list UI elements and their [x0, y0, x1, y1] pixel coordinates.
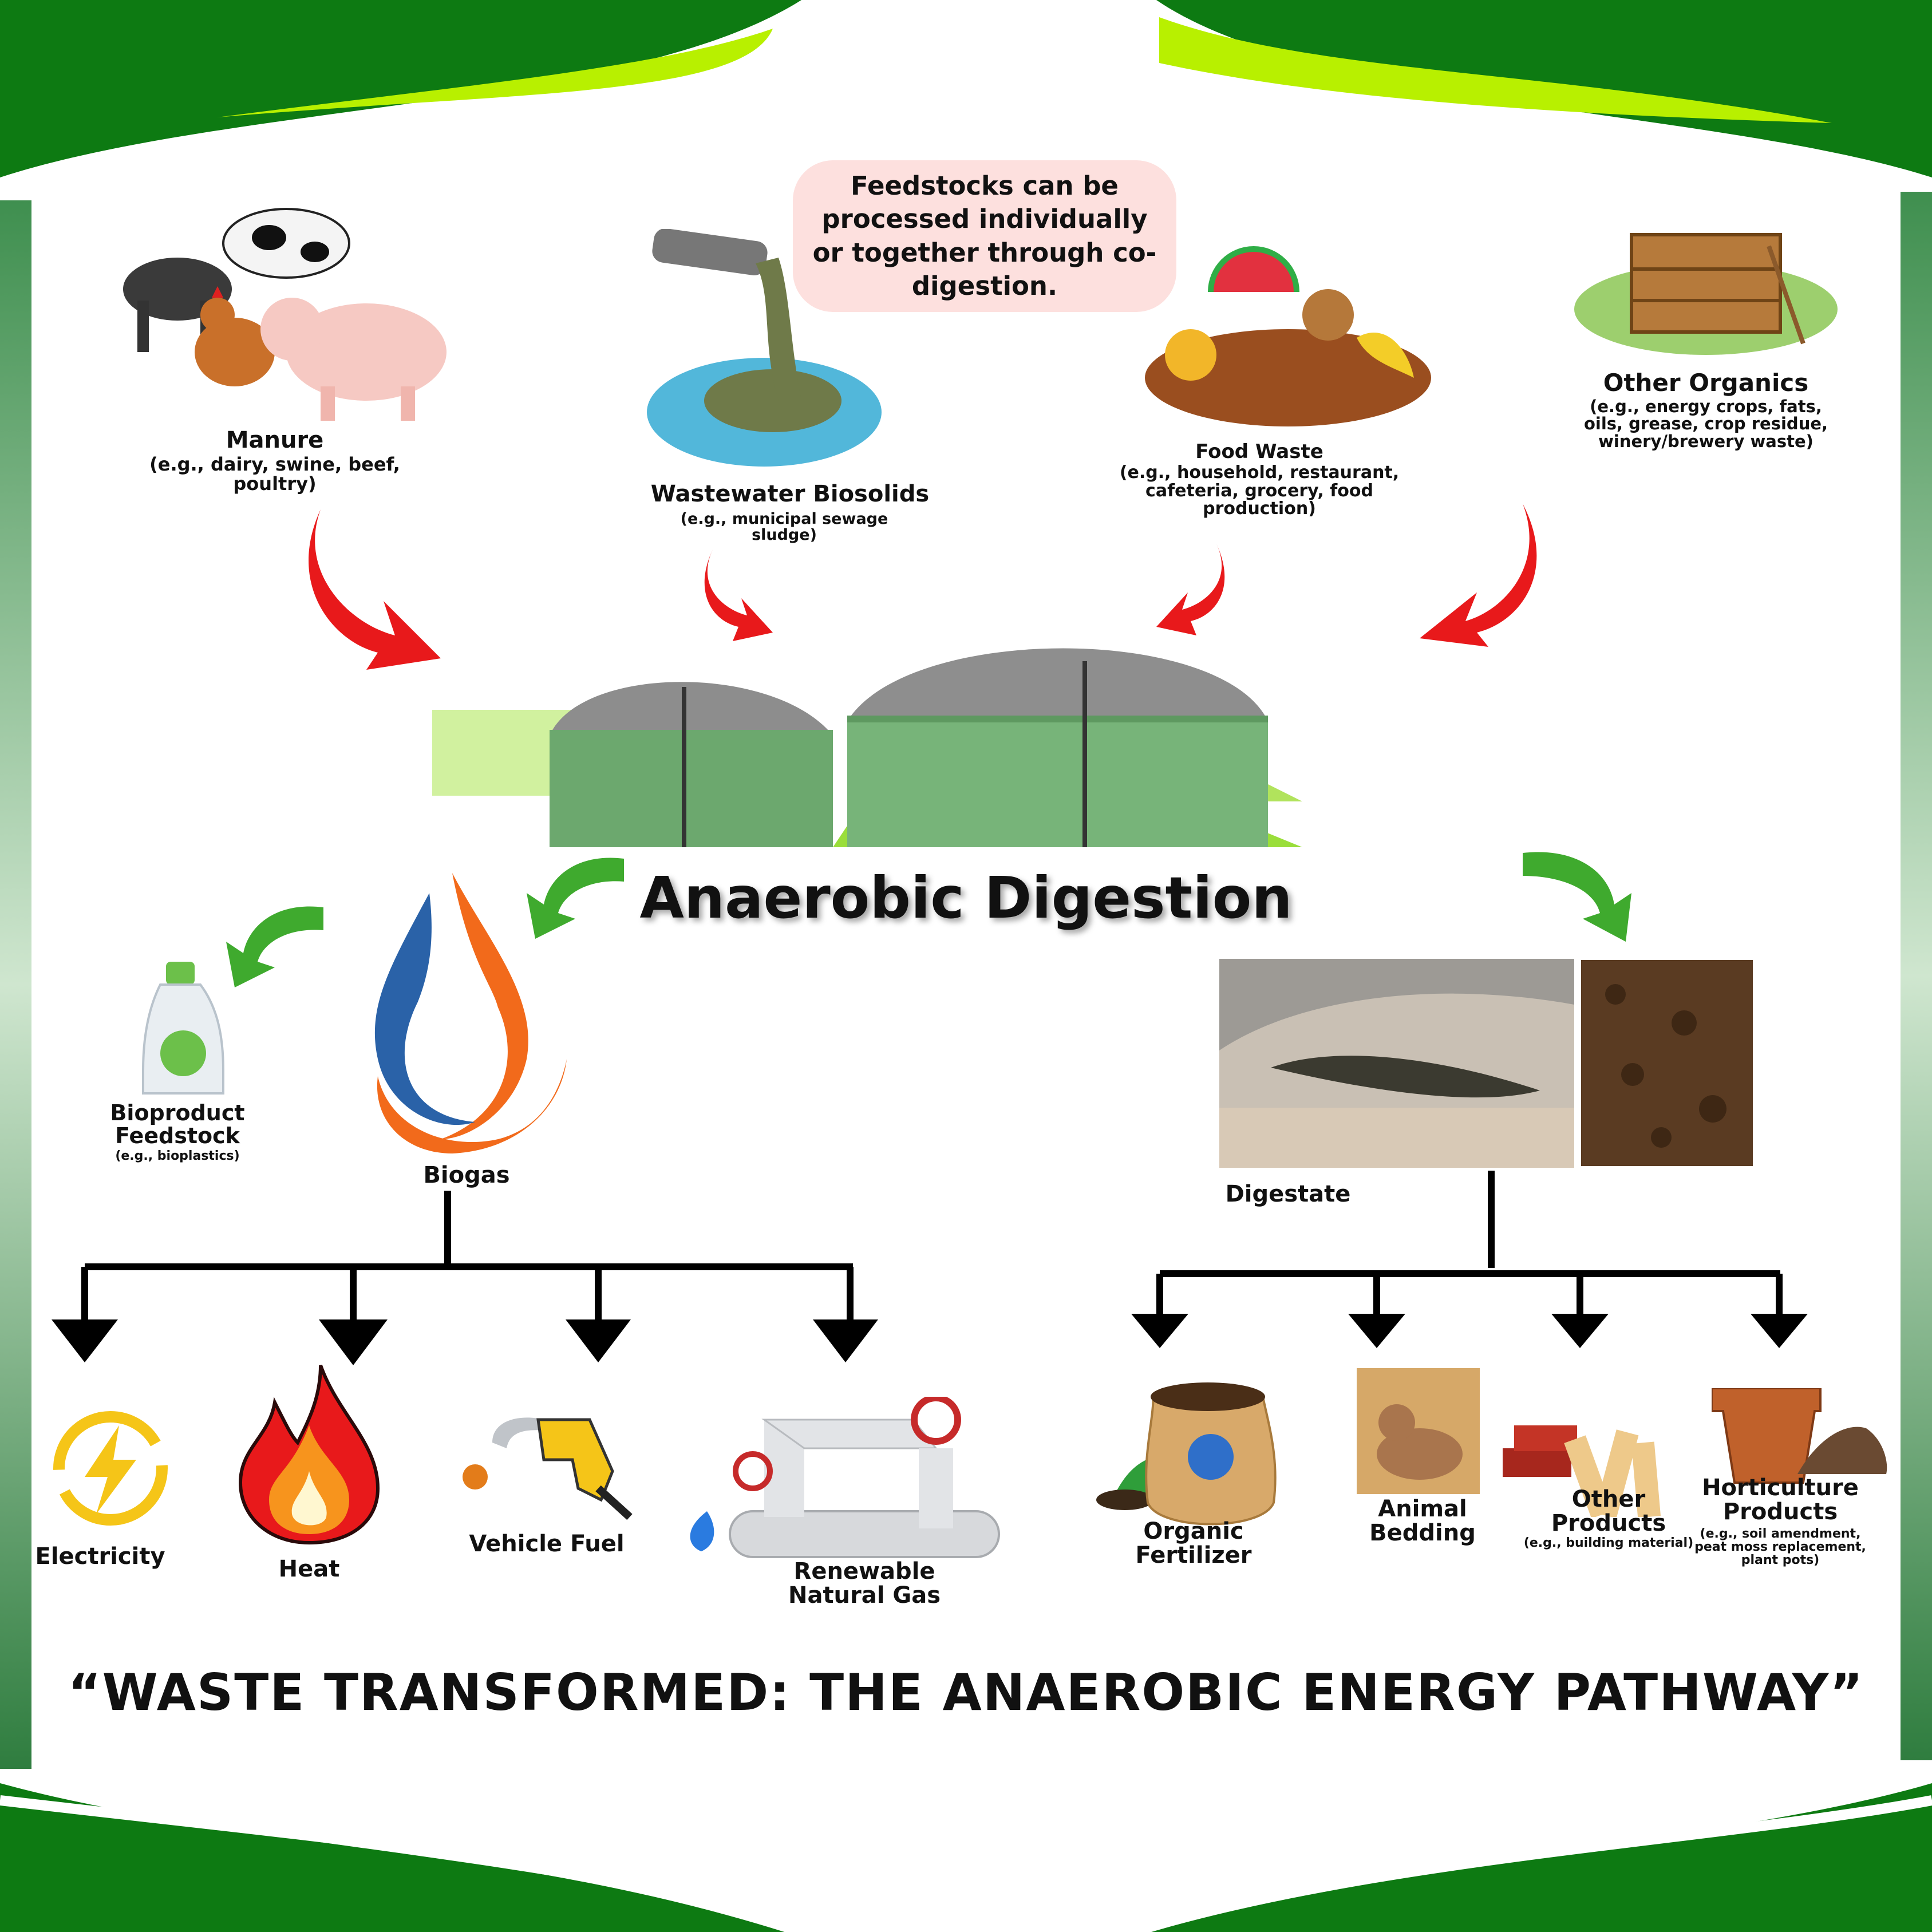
bottom-frame: [0, 1783, 1932, 1932]
organic-fertilizer-label: Organic Fertilizer: [1135, 1518, 1252, 1568]
food-waste-label: Food Waste: [1195, 440, 1323, 463]
arrow-wastewater-to-digester: [704, 550, 773, 641]
footer-title: “WASTE TRANSFORMED: THE ANAEROBIC ENERGY…: [68, 1663, 1864, 1722]
left-side-band: [0, 200, 31, 1769]
arrow-digester-to-biogas: [527, 858, 624, 939]
building-material-icon: [1503, 1425, 1661, 1517]
horticulture-label: Horticulture Products: [1702, 1475, 1859, 1525]
anaerobic-digestion-title: Anaerobic Digestion: [639, 864, 1293, 931]
horticulture-sub: (e.g., soil amendment, peat moss replace…: [1694, 1527, 1866, 1568]
right-side-band: [1901, 192, 1932, 1760]
arrow-food-to-digester: [1156, 544, 1225, 635]
other-organics-sub: (e.g., energy crops, fats, oils, grease,…: [1583, 397, 1828, 451]
renewable-natural-gas-label: Renewable Natural Gas: [788, 1558, 941, 1609]
fertilizer-bag-icon: [1096, 1382, 1277, 1526]
digestate-label: Digestate: [1225, 1181, 1351, 1207]
arrow-biogas-to-bioproduct: [226, 906, 323, 987]
other-products-label: Other Products: [1551, 1486, 1666, 1536]
wastewater-sub: (e.g., municipal sewage sludge): [680, 510, 888, 544]
bioplastic-bottle-icon: [142, 962, 224, 1095]
fuel-nozzle-icon: [463, 1417, 633, 1520]
animal-bedding-photo: [1357, 1368, 1480, 1494]
arrow-other-to-digester: [1420, 504, 1537, 647]
gas-pipeline-icon: [690, 1397, 1000, 1558]
animal-bedding-label: Animal Bedding: [1369, 1496, 1476, 1546]
arrow-digester-to-digestate: [1523, 852, 1631, 942]
co-digestion-note: Feedstocks can be processed individually…: [793, 160, 1176, 312]
electricity-icon: [53, 1411, 168, 1526]
sewage-pipe-illustration: [647, 229, 882, 467]
other-organics-label: Other Organics: [1603, 369, 1809, 397]
livestock-illustration: [123, 208, 447, 421]
manure-label: Manure: [226, 427, 324, 453]
digestate-tank-photo: [1219, 959, 1574, 1168]
bioproduct-label: Bioproduct Feedstock: [110, 1100, 245, 1148]
manure-sub: (e.g., dairy, swine, beef, poultry): [149, 453, 400, 495]
vehicle-fuel-label: Vehicle Fuel: [469, 1531, 625, 1557]
digestate-soil-photo: [1581, 960, 1753, 1166]
food-waste-sub: (e.g., household, restaurant, cafeteria,…: [1119, 463, 1400, 519]
biogas-label: Biogas: [423, 1162, 510, 1188]
food-waste-illustration: [1145, 246, 1431, 426]
wastewater-label: Wastewater Biosolids: [650, 481, 930, 507]
other-products-sub: (e.g., building material): [1523, 1536, 1694, 1550]
biogas-branch-tree: [52, 1191, 878, 1365]
compost-bin-illustration: [1574, 233, 1838, 355]
arrow-manure-to-digester: [309, 509, 441, 670]
top-frame: [0, 0, 1932, 177]
digestate-branch-tree: [1131, 1171, 1808, 1348]
plant-pot-icon: [1712, 1388, 1887, 1484]
electricity-label: Electricity: [35, 1543, 165, 1570]
biogas-flame-drop-icon: [374, 873, 567, 1153]
heat-label: Heat: [278, 1556, 340, 1582]
bioproduct-sub: (e.g., bioplastics): [115, 1149, 240, 1163]
digester-tanks-illustration: [432, 648, 1302, 847]
heat-flame-icon: [238, 1364, 380, 1545]
